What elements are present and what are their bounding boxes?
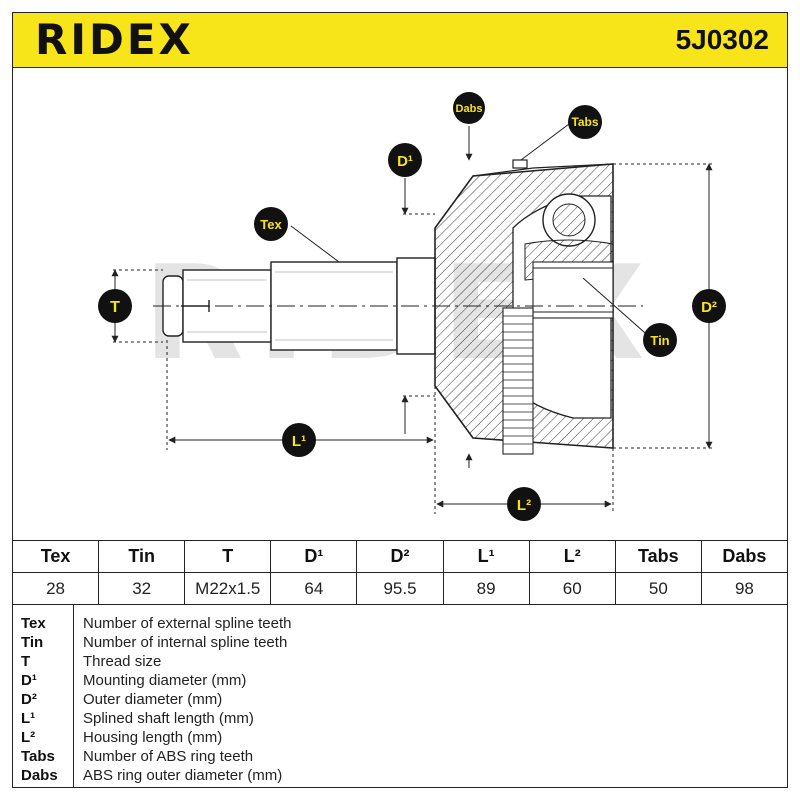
legend-desc: Number of internal spline teeth — [83, 634, 288, 651]
value-l2: 60 — [528, 572, 616, 605]
table-header-row: Tex Tin T D¹ D² L¹ L² Tabs Dabs — [11, 540, 789, 573]
svg-text:Tabs: Tabs — [571, 115, 598, 129]
value-d2: 95.5 — [356, 572, 444, 605]
legend-desc: Mounting diameter (mm) — [83, 672, 247, 689]
value-tabs: 50 — [614, 572, 702, 605]
legend-key: Tex — [21, 615, 46, 632]
table-value-row: 28 32 M22x1.5 64 95.5 89 60 50 98 — [11, 572, 789, 605]
legend-row: L² Housing length (mm) — [13, 728, 789, 747]
legend-desc: Splined shaft length (mm) — [83, 710, 254, 727]
value-dabs: 98 — [700, 572, 789, 605]
header-dabs: Dabs — [700, 540, 789, 573]
svg-text:Dabs: Dabs — [456, 103, 483, 115]
header-d1: D¹ — [270, 540, 358, 573]
header-tin: Tin — [98, 540, 186, 573]
spec-table: Tex Tin T D¹ D² L¹ L² Tabs Dabs 28 32 M2… — [11, 540, 789, 605]
legend-row: D¹ Mounting diameter (mm) — [13, 671, 789, 690]
technical-drawing: RIDEX — [12, 68, 788, 540]
header-tabs: Tabs — [614, 540, 702, 573]
value-tex: 28 — [11, 572, 100, 605]
legend-key: Dabs — [21, 767, 58, 784]
legend-desc: Housing length (mm) — [83, 729, 223, 746]
label-tabs: Tabs — [568, 105, 602, 139]
legend-key: Tabs — [21, 748, 55, 765]
brand-logo: RIDEX — [35, 15, 194, 64]
header-tex: Tex — [11, 540, 100, 573]
legend-row: Tabs Number of ABS ring teeth — [13, 747, 789, 766]
legend-desc: Outer diameter (mm) — [83, 691, 223, 708]
header-t: T — [184, 540, 272, 573]
legend-key: T — [21, 653, 31, 670]
legend-row: Tin Number of internal spline teeth — [13, 633, 789, 652]
label-dabs: Dabs — [453, 92, 485, 124]
legend-key: Tin — [21, 634, 44, 651]
legend-divider — [73, 604, 74, 787]
label-tex: Tex — [254, 207, 288, 241]
value-t: M22x1.5 — [184, 572, 272, 605]
housing — [434, 159, 614, 449]
abs-ring — [502, 307, 534, 455]
legend-desc: Number of external spline teeth — [83, 615, 292, 632]
label-l2: L² — [507, 487, 541, 521]
value-l1: 89 — [442, 572, 530, 605]
value-d1: 64 — [270, 572, 358, 605]
svg-text:L²: L² — [517, 497, 531, 514]
header-l2: L² — [528, 540, 616, 573]
legend-key: D² — [21, 691, 37, 708]
svg-text:Tex: Tex — [260, 217, 282, 232]
svg-text:D²: D² — [701, 299, 717, 316]
legend-row: D² Outer diameter (mm) — [13, 690, 789, 709]
legend-desc: Thread size — [83, 653, 162, 670]
legend-key: L² — [21, 729, 36, 746]
svg-text:T: T — [110, 299, 120, 316]
header-l1: L¹ — [442, 540, 530, 573]
legend-row: T Thread size — [13, 652, 789, 671]
legend-row: Tex Number of external spline teeth — [13, 614, 789, 633]
header-d2: D² — [356, 540, 444, 573]
svg-text:L¹: L¹ — [292, 433, 306, 450]
label-d2: D² — [692, 289, 726, 323]
header-bar: RIDEX 5J0302 — [12, 12, 788, 68]
part-number: 5J0302 — [675, 24, 769, 55]
label-d1: D¹ — [388, 143, 422, 177]
legend-row: L¹ Splined shaft length (mm) — [13, 709, 789, 728]
svg-text:D¹: D¹ — [397, 153, 413, 170]
legend: Tex Number of external spline teeth Tin … — [12, 604, 788, 788]
cv-joint-diagram: RIDEX — [98, 92, 726, 521]
legend-row: Dabs ABS ring outer diameter (mm) — [13, 766, 789, 785]
label-t: T — [98, 289, 132, 323]
label-tin: Tin — [643, 323, 677, 357]
legend-desc: Number of ABS ring teeth — [83, 748, 254, 765]
value-tin: 32 — [98, 572, 186, 605]
svg-text:Tin: Tin — [650, 333, 669, 348]
legend-key: D¹ — [21, 672, 37, 689]
legend-desc: ABS ring outer diameter (mm) — [83, 767, 283, 784]
label-l1: L¹ — [282, 423, 316, 457]
legend-key: L¹ — [21, 710, 36, 727]
